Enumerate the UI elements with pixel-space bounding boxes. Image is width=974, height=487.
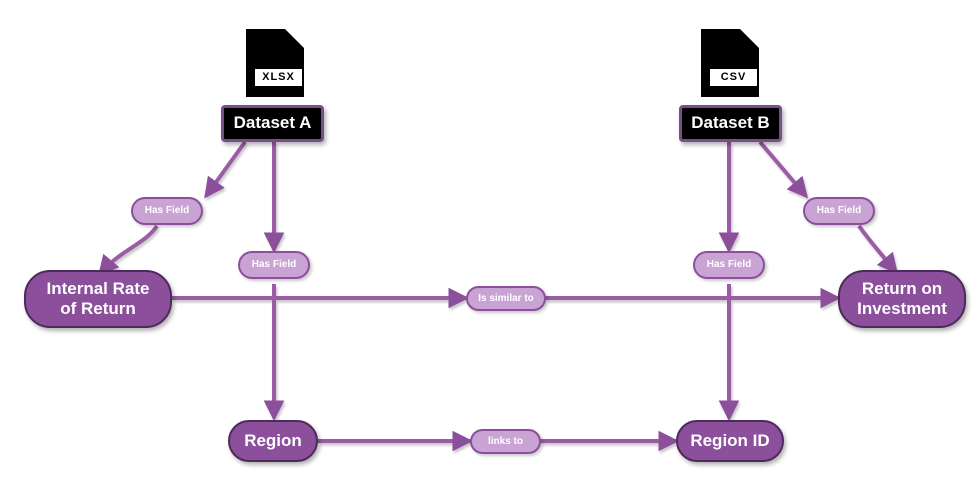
edge-label-text: Is similar to — [478, 292, 534, 304]
node-label-line-1: Return on — [861, 279, 943, 299]
edge-label-text: Has Field — [706, 259, 752, 270]
edge-label-is-similar-to[interactable]: Is similar to — [466, 286, 546, 311]
edge-label-has-field-a-region[interactable]: Has Field — [238, 251, 310, 279]
dataset-a-node[interactable]: Dataset A — [221, 105, 324, 142]
region-id-node[interactable]: Region ID — [676, 420, 784, 462]
internal-rate-of-return-label: Internal Rate of Return — [35, 279, 162, 318]
csv-file-icon: CSV — [701, 29, 759, 97]
edge-label-has-field-a-irr[interactable]: Has Field — [131, 197, 203, 225]
xlsx-file-icon: XLSX — [246, 29, 304, 97]
edge-dataset-b-has-field-roi-segment-1 — [758, 140, 809, 199]
region-node[interactable]: Region — [228, 420, 318, 462]
file-extension-badge: XLSX — [253, 67, 304, 88]
edge-label-text: Has Field — [251, 259, 297, 270]
edge-label-text: Has Field — [144, 205, 190, 216]
region-label: Region — [244, 431, 302, 451]
dataset-a-label: Dataset A — [233, 113, 312, 133]
edge-dataset-b-has-field-roi-segment-2 — [857, 224, 898, 275]
file-extension-badge: CSV — [708, 67, 759, 88]
region-id-label: Region ID — [690, 431, 770, 451]
node-label-line-1: Internal Rate — [46, 279, 150, 299]
file-extension-label: CSV — [720, 71, 747, 83]
file-extension-label: XLSX — [262, 71, 295, 83]
dataset-b-node[interactable]: Dataset B — [679, 105, 782, 142]
edge-label-text: Has Field — [816, 205, 862, 216]
edge-dataset-a-has-field-irr-segment-2 — [98, 224, 159, 277]
edge-label-text: links to — [487, 435, 523, 447]
dataset-b-label: Dataset B — [691, 113, 770, 133]
edge-dataset-a-has-field-irr-segment-1 — [204, 140, 247, 199]
return-on-investment-node[interactable]: Return on Investment — [838, 270, 966, 328]
node-label-line-2: Investment — [857, 299, 947, 318]
return-on-investment-label: Return on Investment — [845, 279, 959, 318]
edge-label-has-field-b-roi[interactable]: Has Field — [803, 197, 875, 225]
internal-rate-of-return-node[interactable]: Internal Rate of Return — [24, 270, 172, 328]
edge-label-has-field-b-region-id[interactable]: Has Field — [693, 251, 765, 279]
node-label-line-2: of Return — [60, 299, 136, 318]
edge-label-links-to[interactable]: links to — [470, 429, 541, 454]
